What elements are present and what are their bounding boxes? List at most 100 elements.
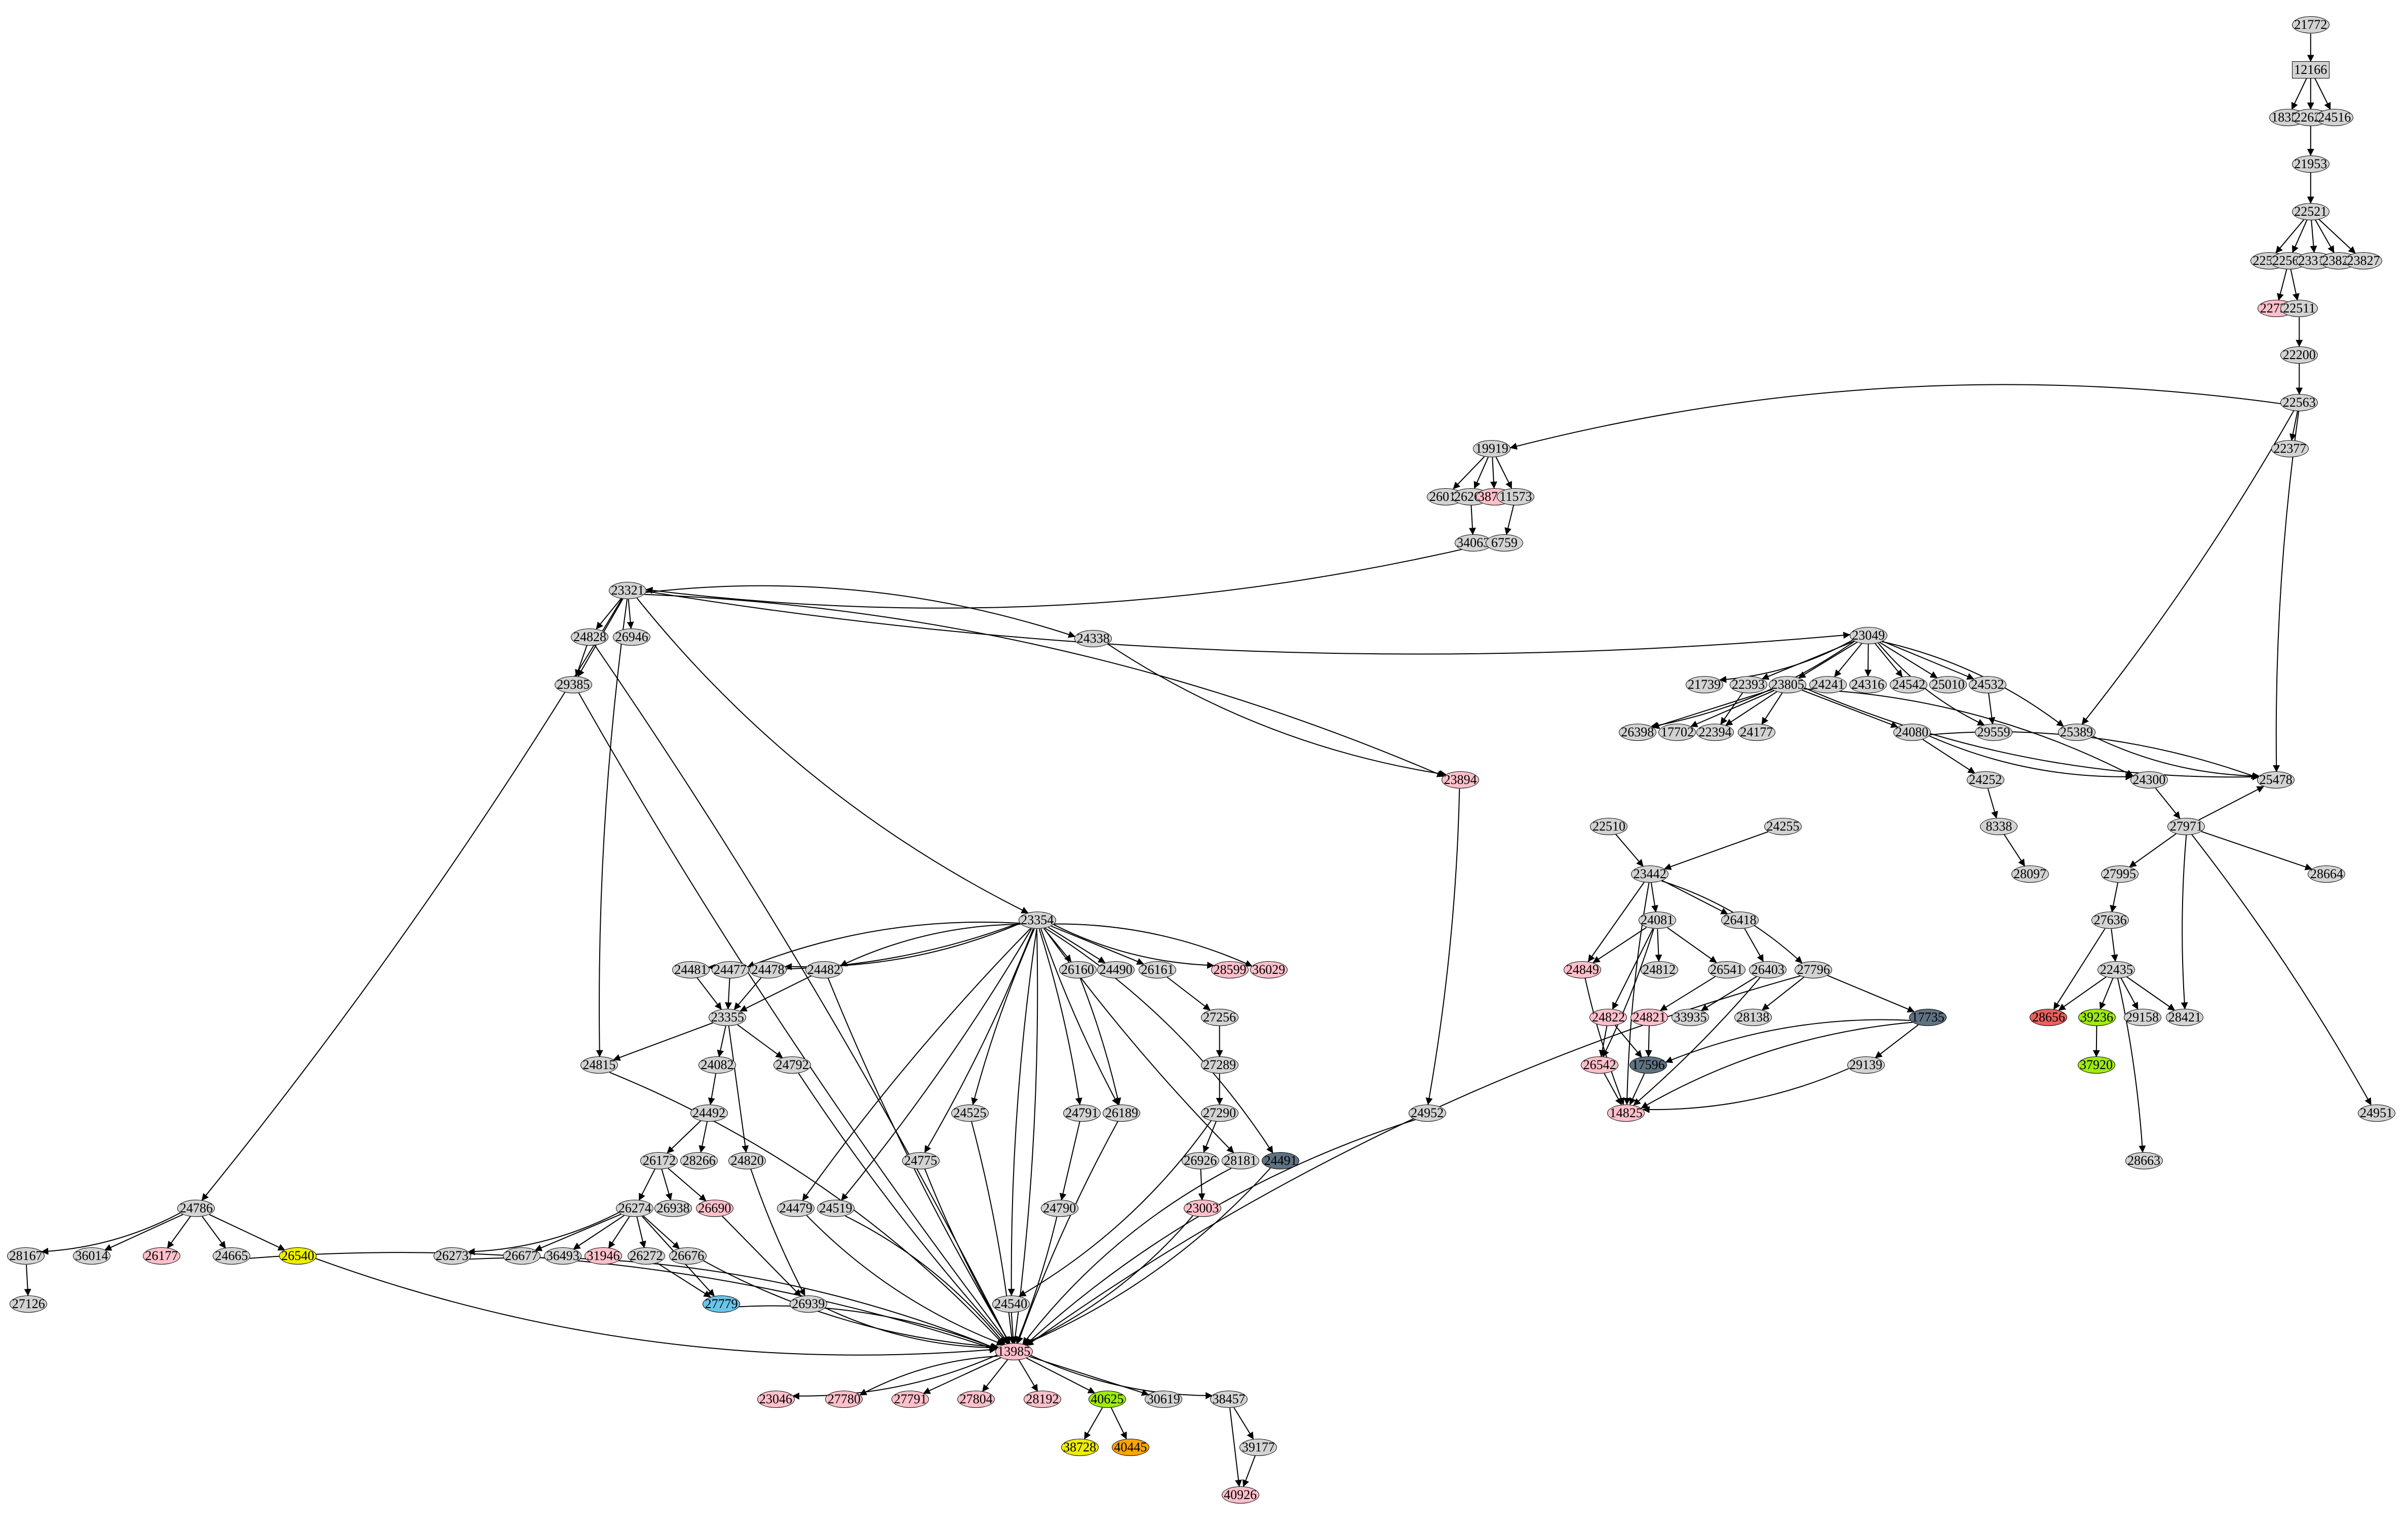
graph-node-29559[interactable]: 29559 bbox=[1975, 724, 2013, 741]
graph-node-14825[interactable]: 14825 bbox=[1607, 1104, 1645, 1122]
graph-node-28656[interactable]: 28656 bbox=[2030, 1008, 2068, 1026]
graph-node-37920[interactable]: 37920 bbox=[2077, 1056, 2115, 1074]
graph-node-24815[interactable]: 24815 bbox=[580, 1056, 618, 1074]
graph-node-24481[interactable]: 24481 bbox=[672, 961, 710, 978]
graph-node-24516[interactable]: 24516 bbox=[2315, 109, 2353, 127]
graph-node-26939[interactable]: 26939 bbox=[789, 1295, 827, 1313]
graph-node-24532[interactable]: 24532 bbox=[1968, 676, 2006, 693]
graph-node-24241[interactable]: 24241 bbox=[1809, 676, 1847, 693]
graph-node-24812[interactable]: 24812 bbox=[1640, 961, 1678, 978]
graph-node-29158[interactable]: 29158 bbox=[2123, 1008, 2161, 1026]
graph-node-24081[interactable]: 24081 bbox=[1638, 912, 1676, 929]
graph-node-28266[interactable]: 28266 bbox=[680, 1152, 718, 1169]
graph-node-26177[interactable]: 26177 bbox=[142, 1247, 180, 1265]
graph-node-27636[interactable]: 27636 bbox=[2091, 912, 2129, 929]
graph-node-26161[interactable]: 26161 bbox=[1138, 961, 1176, 978]
graph-node-22510[interactable]: 22510 bbox=[1590, 817, 1628, 835]
graph-node-21772[interactable]: 21772 bbox=[2292, 16, 2329, 34]
graph-node-17596[interactable]: 17596 bbox=[1629, 1056, 1667, 1074]
graph-node-24775[interactable]: 24775 bbox=[902, 1152, 940, 1169]
graph-node-23355[interactable]: 23355 bbox=[709, 1008, 747, 1026]
graph-node-22377[interactable]: 22377 bbox=[2271, 440, 2309, 458]
graph-node-23046[interactable]: 23046 bbox=[757, 1391, 795, 1408]
graph-node-24478[interactable]: 24478 bbox=[749, 961, 787, 978]
graph-node-24821[interactable]: 24821 bbox=[1630, 1008, 1668, 1026]
graph-node-24519[interactable]: 24519 bbox=[817, 1200, 855, 1217]
graph-node-24490[interactable]: 24490 bbox=[1097, 961, 1135, 978]
graph-node-39236[interactable]: 39236 bbox=[2078, 1008, 2116, 1026]
graph-node-26274[interactable]: 26274 bbox=[616, 1200, 654, 1217]
graph-node-30619[interactable]: 30619 bbox=[1145, 1391, 1183, 1408]
graph-node-33935[interactable]: 33935 bbox=[1672, 1008, 1709, 1026]
graph-node-22563[interactable]: 22563 bbox=[2280, 393, 2318, 411]
graph-node-28138[interactable]: 28138 bbox=[1734, 1008, 1772, 1026]
graph-node-26542[interactable]: 26542 bbox=[1581, 1056, 1619, 1074]
graph-node-26403[interactable]: 26403 bbox=[1749, 961, 1787, 978]
graph-node-22511[interactable]: 22511 bbox=[2280, 300, 2318, 318]
graph-node-24316[interactable]: 24316 bbox=[1849, 676, 1887, 693]
graph-node-24477[interactable]: 24477 bbox=[711, 961, 749, 978]
graph-node-23894[interactable]: 23894 bbox=[1442, 771, 1480, 789]
graph-node-25478[interactable]: 25478 bbox=[2257, 771, 2295, 789]
graph-node-28599[interactable]: 28599 bbox=[1211, 961, 1249, 978]
graph-node-26418[interactable]: 26418 bbox=[1721, 912, 1759, 929]
graph-node-26398[interactable]: 26398 bbox=[1618, 724, 1656, 741]
graph-node-23049[interactable]: 23049 bbox=[1849, 626, 1887, 644]
graph-node-28663[interactable]: 28663 bbox=[2125, 1152, 2163, 1169]
graph-node-26540[interactable]: 26540 bbox=[279, 1247, 317, 1265]
graph-node-36014[interactable]: 36014 bbox=[72, 1247, 110, 1265]
graph-node-22521[interactable]: 22521 bbox=[2292, 203, 2329, 220]
graph-node-24849[interactable]: 24849 bbox=[1564, 961, 1602, 978]
graph-node-24822[interactable]: 24822 bbox=[1589, 1008, 1627, 1026]
graph-node-23805[interactable]: 23805 bbox=[1769, 676, 1807, 693]
graph-node-26172[interactable]: 26172 bbox=[640, 1152, 678, 1169]
graph-node-24820[interactable]: 24820 bbox=[728, 1152, 766, 1169]
graph-node-24792[interactable]: 24792 bbox=[773, 1056, 811, 1074]
graph-node-36493[interactable]: 36493 bbox=[544, 1247, 582, 1265]
graph-node-28192[interactable]: 28192 bbox=[1024, 1391, 1062, 1408]
graph-node-23442[interactable]: 23442 bbox=[1631, 865, 1669, 883]
graph-node-26690[interactable]: 26690 bbox=[695, 1200, 733, 1217]
graph-node-24786[interactable]: 24786 bbox=[177, 1200, 215, 1217]
graph-node-38457[interactable]: 38457 bbox=[1210, 1391, 1248, 1408]
graph-node-24080[interactable]: 24080 bbox=[1893, 724, 1931, 741]
graph-node-26541[interactable]: 26541 bbox=[1707, 961, 1745, 978]
graph-node-27290[interactable]: 27290 bbox=[1200, 1104, 1238, 1122]
graph-node-24255[interactable]: 24255 bbox=[1764, 817, 1802, 835]
graph-node-22200[interactable]: 22200 bbox=[2280, 346, 2318, 364]
graph-node-22394[interactable]: 22394 bbox=[1696, 724, 1734, 741]
graph-node-17702[interactable]: 17702 bbox=[1658, 724, 1696, 741]
graph-node-36029[interactable]: 36029 bbox=[1250, 961, 1288, 978]
graph-node-26160[interactable]: 26160 bbox=[1059, 961, 1097, 978]
graph-node-39177[interactable]: 39177 bbox=[1239, 1438, 1277, 1456]
graph-node-40926[interactable]: 40926 bbox=[1221, 1486, 1259, 1504]
graph-node-26938[interactable]: 26938 bbox=[654, 1200, 692, 1217]
graph-node-24482[interactable]: 24482 bbox=[805, 961, 843, 978]
graph-node-26189[interactable]: 26189 bbox=[1103, 1104, 1141, 1122]
graph-node-28167[interactable]: 28167 bbox=[7, 1247, 45, 1265]
graph-node-27256[interactable]: 27256 bbox=[1200, 1008, 1238, 1026]
graph-node-24252[interactable]: 24252 bbox=[1966, 771, 2004, 789]
graph-node-21739[interactable]: 21739 bbox=[1685, 676, 1723, 693]
graph-node-22435[interactable]: 22435 bbox=[2098, 961, 2135, 978]
graph-node-28097[interactable]: 28097 bbox=[2011, 865, 2049, 883]
graph-node-31946[interactable]: 31946 bbox=[585, 1247, 623, 1265]
graph-node-24492[interactable]: 24492 bbox=[690, 1104, 728, 1122]
graph-node-19919[interactable]: 19919 bbox=[1473, 440, 1511, 458]
graph-node-26677[interactable]: 26677 bbox=[502, 1247, 540, 1265]
graph-node-29139[interactable]: 29139 bbox=[1847, 1056, 1885, 1074]
graph-node-24790[interactable]: 24790 bbox=[1040, 1200, 1078, 1217]
graph-node-24540[interactable]: 24540 bbox=[992, 1295, 1030, 1313]
graph-node-27995[interactable]: 27995 bbox=[2101, 865, 2139, 883]
graph-node-12166[interactable]: 12166 bbox=[2292, 61, 2329, 78]
graph-node-26676[interactable]: 26676 bbox=[669, 1247, 707, 1265]
graph-node-23321[interactable]: 23321 bbox=[609, 582, 647, 600]
graph-node-40445[interactable]: 40445 bbox=[1111, 1438, 1149, 1456]
graph-node-24665[interactable]: 24665 bbox=[212, 1247, 250, 1265]
graph-node-21953[interactable]: 21953 bbox=[2292, 155, 2329, 173]
graph-node-23827[interactable]: 23827 bbox=[2345, 252, 2383, 270]
graph-node-23003[interactable]: 23003 bbox=[1183, 1200, 1221, 1217]
graph-node-25389[interactable]: 25389 bbox=[2057, 724, 2095, 741]
graph-node-40625[interactable]: 40625 bbox=[1088, 1391, 1126, 1408]
graph-node-29385[interactable]: 29385 bbox=[554, 676, 592, 693]
